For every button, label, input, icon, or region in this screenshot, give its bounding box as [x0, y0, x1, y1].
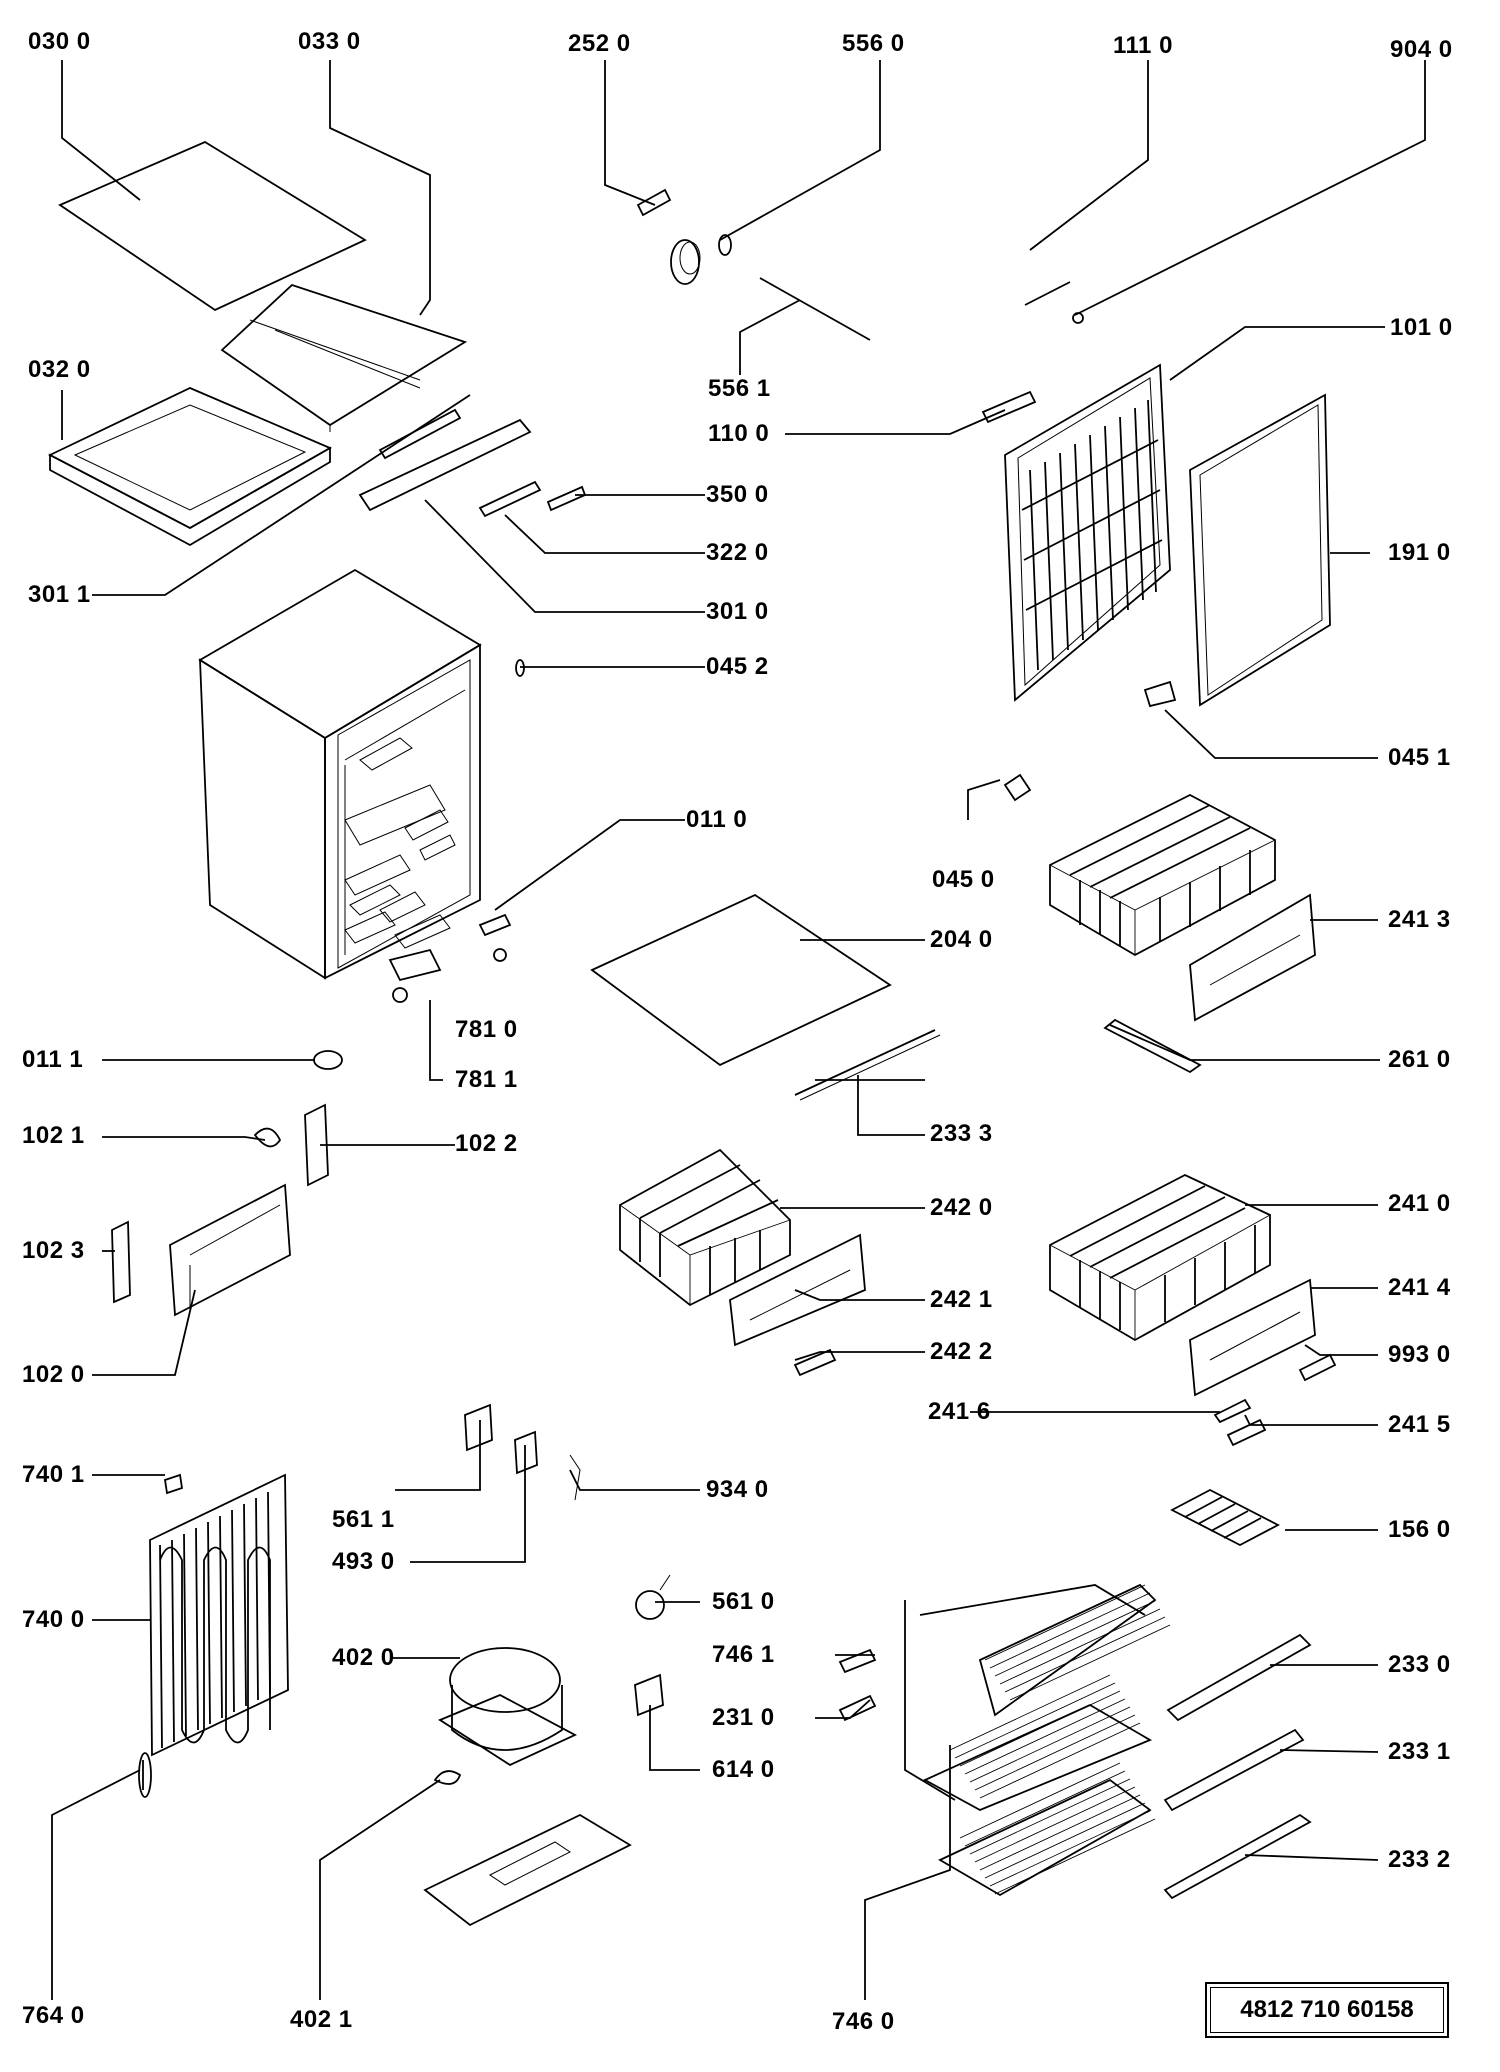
part-label-191-0: 191 0: [1388, 539, 1451, 566]
basket-left: [619, 1148, 791, 1307]
part-label-102-0: 102 0: [22, 1361, 85, 1388]
part-label-030-0: 030 0: [28, 28, 91, 55]
part-label-102-3: 102 3: [22, 1237, 85, 1264]
part-label-101-0: 101 0: [1390, 314, 1453, 341]
part-label-045-2: 045 2: [706, 653, 769, 680]
part-label-493-0: 493 0: [332, 1548, 395, 1575]
part-label-350-0: 350 0: [706, 481, 769, 508]
condenser: [138, 1473, 289, 1798]
basket-front-lower-right: [1189, 1278, 1316, 1397]
part-label-242-2: 242 2: [930, 1338, 993, 1365]
part-label-242-0: 242 0: [930, 1194, 993, 1221]
basket-lower-right: [1049, 1173, 1271, 1342]
part-label-614-0: 614 0: [712, 1756, 775, 1783]
part-label-156-0: 156 0: [1388, 1516, 1451, 1543]
basket-front-left: [729, 1233, 866, 1347]
glass-shelf: [590, 893, 892, 1067]
part-label-231-0: 231 0: [712, 1704, 775, 1731]
part-label-740-0: 740 0: [22, 1606, 85, 1633]
part-label-561-1: 561 1: [332, 1506, 395, 1533]
thermostat-housing-parts: [111, 1103, 329, 1317]
part-label-233-1: 233 1: [1388, 1738, 1451, 1765]
part-label-045-0: 045 0: [932, 866, 995, 893]
cabinet-small-parts: [313, 659, 525, 1070]
part-label-301-0: 301 0: [706, 598, 769, 625]
part-label-322-0: 322 0: [706, 539, 769, 566]
part-label-032-0: 032 0: [28, 356, 91, 383]
drawing-number-box: 4812 710 60158: [1205, 1982, 1449, 2038]
part-label-102-1: 102 1: [22, 1122, 85, 1149]
part-label-110-0: 110 0: [708, 420, 770, 447]
part-label-301-1: 301 1: [28, 581, 91, 608]
part-label-011-0: 011 0: [686, 806, 748, 833]
part-label-204-0: 204 0: [930, 926, 993, 953]
evaporator: [904, 1583, 1171, 1897]
part-label-241-5: 241 5: [1388, 1411, 1451, 1438]
basket-clip-left: [793, 1348, 837, 1377]
part-label-011-1: 011 1: [22, 1046, 84, 1073]
door-gasket: [1189, 393, 1331, 707]
shelf-rails: [1163, 1633, 1312, 1900]
worktop-frame: [47, 387, 333, 547]
top-cover-panel: [220, 283, 468, 432]
door-hinge-parts: [1003, 680, 1177, 802]
compressor: [433, 1647, 578, 1785]
part-label-746-1: 746 1: [712, 1641, 775, 1668]
part-label-102-2: 102 2: [455, 1130, 518, 1157]
part-label-904-0: 904 0: [1390, 36, 1453, 63]
basket-clips-lower-right: [1213, 1353, 1337, 1447]
part-label-242-1: 242 1: [930, 1286, 993, 1313]
part-label-111-0: 111 0: [1113, 32, 1173, 59]
part-label-233-0: 233 0: [1388, 1651, 1451, 1678]
part-label-241-3: 241 3: [1388, 906, 1451, 933]
basket-upper-right: [1049, 793, 1276, 957]
part-label-045-1: 045 1: [1388, 744, 1451, 771]
part-label-764-0: 764 0: [22, 2002, 85, 2029]
part-label-233-3: 233 3: [930, 1120, 993, 1147]
part-label-993-0: 993 0: [1388, 1341, 1451, 1368]
part-label-746-0: 746 0: [832, 2008, 895, 2035]
cabinet: [198, 568, 482, 980]
door: [1004, 363, 1171, 702]
part-label-740-1: 740 1: [22, 1461, 85, 1488]
part-label-241-6: 241 6: [928, 1398, 991, 1425]
part-label-934-0: 934 0: [706, 1476, 769, 1503]
top-small-parts: [636, 188, 1084, 424]
evaporator-small-parts: [838, 1648, 877, 1722]
top-glass-shelf: [58, 140, 367, 312]
basket-strip: [1103, 1018, 1202, 1074]
trim-strips: [358, 408, 587, 518]
part-label-556-0: 556 0: [842, 30, 905, 57]
part-label-402-1: 402 1: [290, 2006, 353, 2033]
part-label-033-0: 033 0: [298, 28, 361, 55]
part-label-252-0: 252 0: [568, 30, 631, 57]
part-label-561-0: 561 0: [712, 1588, 775, 1615]
part-label-556-1: 556 1: [708, 375, 771, 402]
part-label-402-0: 402 0: [332, 1644, 395, 1671]
part-label-241-4: 241 4: [1388, 1274, 1451, 1301]
shelf-trim: [794, 1029, 941, 1101]
part-label-781-1: 781 1: [455, 1066, 518, 1093]
part-label-781-0: 781 0: [455, 1016, 518, 1043]
ice-tray: [1170, 1488, 1280, 1547]
electrical-parts: [464, 1403, 671, 1717]
part-label-233-2: 233 2: [1388, 1846, 1451, 1873]
part-label-261-0: 261 0: [1388, 1046, 1451, 1073]
drawing-number: 4812 710 60158: [1240, 1996, 1414, 2023]
compressor-base-plate: [423, 1813, 632, 1927]
part-label-241-0: 241 0: [1388, 1190, 1451, 1217]
basket-front-upper-right: [1189, 893, 1316, 1022]
